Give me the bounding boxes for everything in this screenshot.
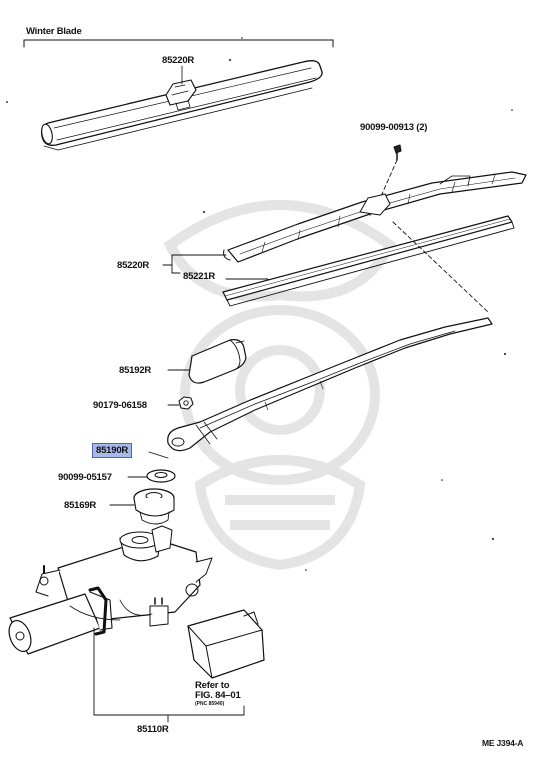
arm-cap-drawing — [188, 339, 247, 384]
blade-insert-drawing — [222, 215, 515, 307]
leader-motor-bracket — [93, 627, 245, 723]
callout-blade[interactable]: 85220R — [117, 260, 150, 271]
winter-blade-bracket — [23, 39, 334, 48]
nut-drawing — [178, 396, 194, 410]
relay-box-drawing — [187, 609, 265, 679]
wiper-blade-drawing — [223, 171, 527, 263]
dash-arm-to-blade — [392, 221, 489, 313]
callout-arm-cap[interactable]: 85192R — [119, 365, 152, 376]
callout-grommet[interactable]: 85169R — [64, 500, 97, 511]
callout-bolt[interactable]: 90099-00913 (2) — [360, 122, 428, 133]
callout-blade-insert[interactable]: 85221R — [183, 271, 216, 282]
callout-wiper-arm-highlighted[interactable]: 85190R — [92, 443, 133, 458]
section-title: Winter Blade — [26, 26, 82, 37]
refer-note-line3: (PNC 85940) — [195, 701, 225, 707]
speckles — [6, 37, 513, 571]
callout-motor[interactable]: 85110R — [137, 724, 169, 735]
bolt-drawing — [393, 144, 402, 161]
callout-winter-blade[interactable]: 85220R — [162, 55, 195, 66]
wiper-motor-drawing — [8, 525, 213, 655]
grommet-drawing — [133, 488, 175, 525]
winter-blade-drawing — [40, 60, 323, 151]
callout-washer[interactable]: 90099-05157 — [58, 472, 112, 483]
refer-note-line1: Refer to — [195, 680, 230, 691]
leader-blade-bracket — [162, 254, 269, 280]
refer-note-line2[interactable]: FIG. 84–01 — [195, 690, 241, 701]
washer-drawing — [146, 469, 176, 483]
wiper-arm-drawing — [167, 317, 493, 452]
callout-nut[interactable]: 90179-06158 — [93, 400, 147, 411]
leader-wiper-arm — [148, 451, 169, 459]
figure-code: ME J394-A — [482, 738, 524, 748]
